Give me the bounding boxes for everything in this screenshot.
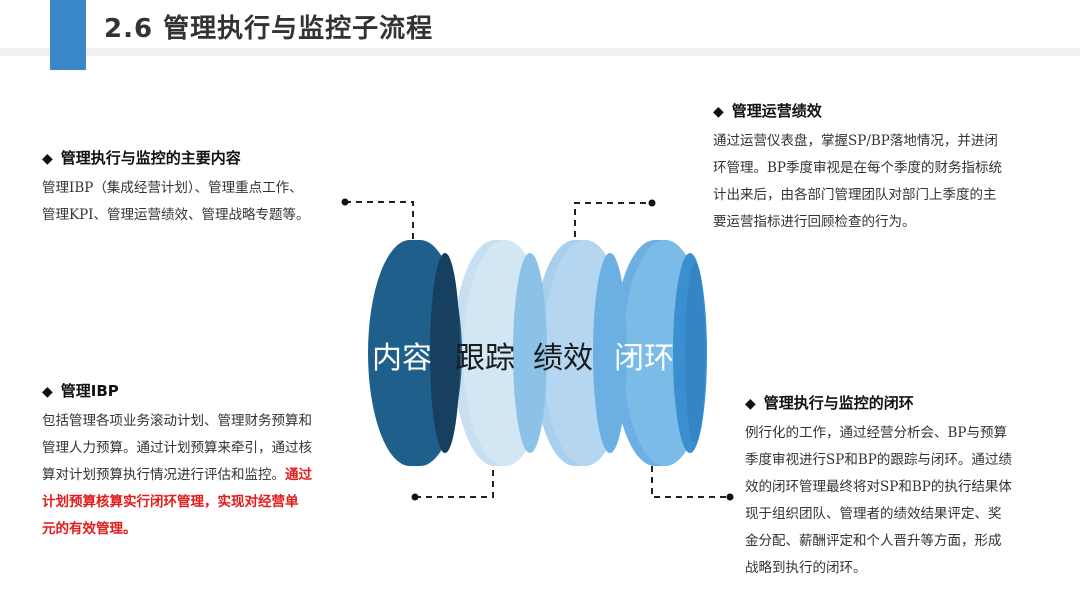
cylinder-tracking	[453, 240, 547, 466]
cylinder-label-performance: 绩效	[533, 341, 593, 376]
page-title: 2.6 管理执行与监控子流程	[104, 14, 434, 44]
connector-main-content	[345, 201, 414, 248]
connector-dot-ibp	[411, 493, 419, 501]
text-line: 通过运营仪表盘，掌握SP/BP落地情况，并进闭	[713, 133, 998, 149]
connector-ibp	[415, 455, 494, 498]
connector-ops	[574, 202, 652, 248]
text-line: 算对计划预算执行情况进行评估和监控。通过	[42, 467, 312, 483]
highlight-line: 元的有效管理。	[42, 521, 137, 537]
header-accent-bar	[50, 0, 86, 70]
connector-dot-closed-loop	[726, 493, 734, 501]
cylinder-label-tracking: 跟踪	[455, 341, 515, 376]
connector-dot-ops	[648, 199, 656, 207]
text-line: 包括管理各项业务滚动计划、管理财务预算和	[42, 413, 312, 429]
text-line: 金分配、薪酬评定和个人晋升等方面，形成	[745, 533, 1002, 549]
section-heading: ◆管理执行与监控的主要内容	[42, 149, 241, 167]
diamond-bullet-icon: ◆	[745, 396, 756, 412]
section-ibp: ◆管理IBP 包括管理各项业务滚动计划、管理财务预算和 管理人力预算。通过计划预…	[42, 378, 372, 543]
text-line: 环管理。BP季度审视是在每个季度的财务指标统	[713, 160, 1003, 176]
section-heading: ◆管理运营绩效	[713, 102, 822, 120]
highlight-line: 计划预算核算实行闭环管理，实现对经营单	[42, 494, 299, 510]
diamond-bullet-icon: ◆	[42, 384, 53, 400]
connector-closed-loop	[651, 455, 730, 498]
connector-lines	[345, 201, 730, 498]
text-line: 季度审视进行SP和BP的跟踪与闭环。通过绩	[745, 452, 1012, 468]
cylinder-closed-loop	[613, 240, 707, 466]
header-divider	[0, 48, 1080, 56]
section-main-content: ◆管理执行与监控的主要内容 管理IBP（集成经营计划）、管理重点工作、 管理KP…	[42, 145, 372, 229]
cylinder-performance	[533, 240, 627, 466]
text-line: 现于组织团队、管理者的绩效结果评定、奖	[745, 506, 1002, 522]
text-line: 管理IBP（集成经营计划）、管理重点工作、	[42, 180, 303, 196]
text-line: 管理人力预算。通过计划预算来牵引，通过核	[42, 440, 312, 456]
text-line: 例行化的工作，通过经营分析会、BP与预算	[745, 425, 1008, 441]
diamond-bullet-icon: ◆	[42, 151, 53, 167]
connector-dot-main-content	[341, 198, 349, 206]
cylinder-label-closed-loop: 闭环	[614, 341, 674, 376]
header-band	[0, 0, 1080, 48]
text-line: 管理KPI、管理运营绩效、管理战略专题等。	[42, 207, 310, 223]
diamond-bullet-icon: ◆	[713, 104, 724, 120]
section-heading: ◆管理IBP	[42, 382, 119, 400]
text-line: 计出来后，由各部门管理团队对部门上季度的主	[713, 187, 997, 203]
text-line: 效的闭环管理最终将对SP和BP的执行结果体	[745, 479, 1012, 495]
section-heading: ◆管理执行与监控的闭环	[745, 394, 914, 412]
text-line: 要运营指标进行回顾检查的行为。	[713, 214, 916, 230]
section-ops-performance: ◆管理运营绩效 通过运营仪表盘，掌握SP/BP落地情况，并进闭 环管理。BP季度…	[713, 98, 1058, 236]
section-closed-loop: ◆管理执行与监控的闭环 例行化的工作，通过经营分析会、BP与预算 季度审视进行S…	[745, 390, 1065, 582]
cylinder-content	[368, 240, 462, 466]
text-line: 战略到执行的闭环。	[745, 560, 867, 576]
cylinder-label-content: 内容	[372, 341, 432, 376]
